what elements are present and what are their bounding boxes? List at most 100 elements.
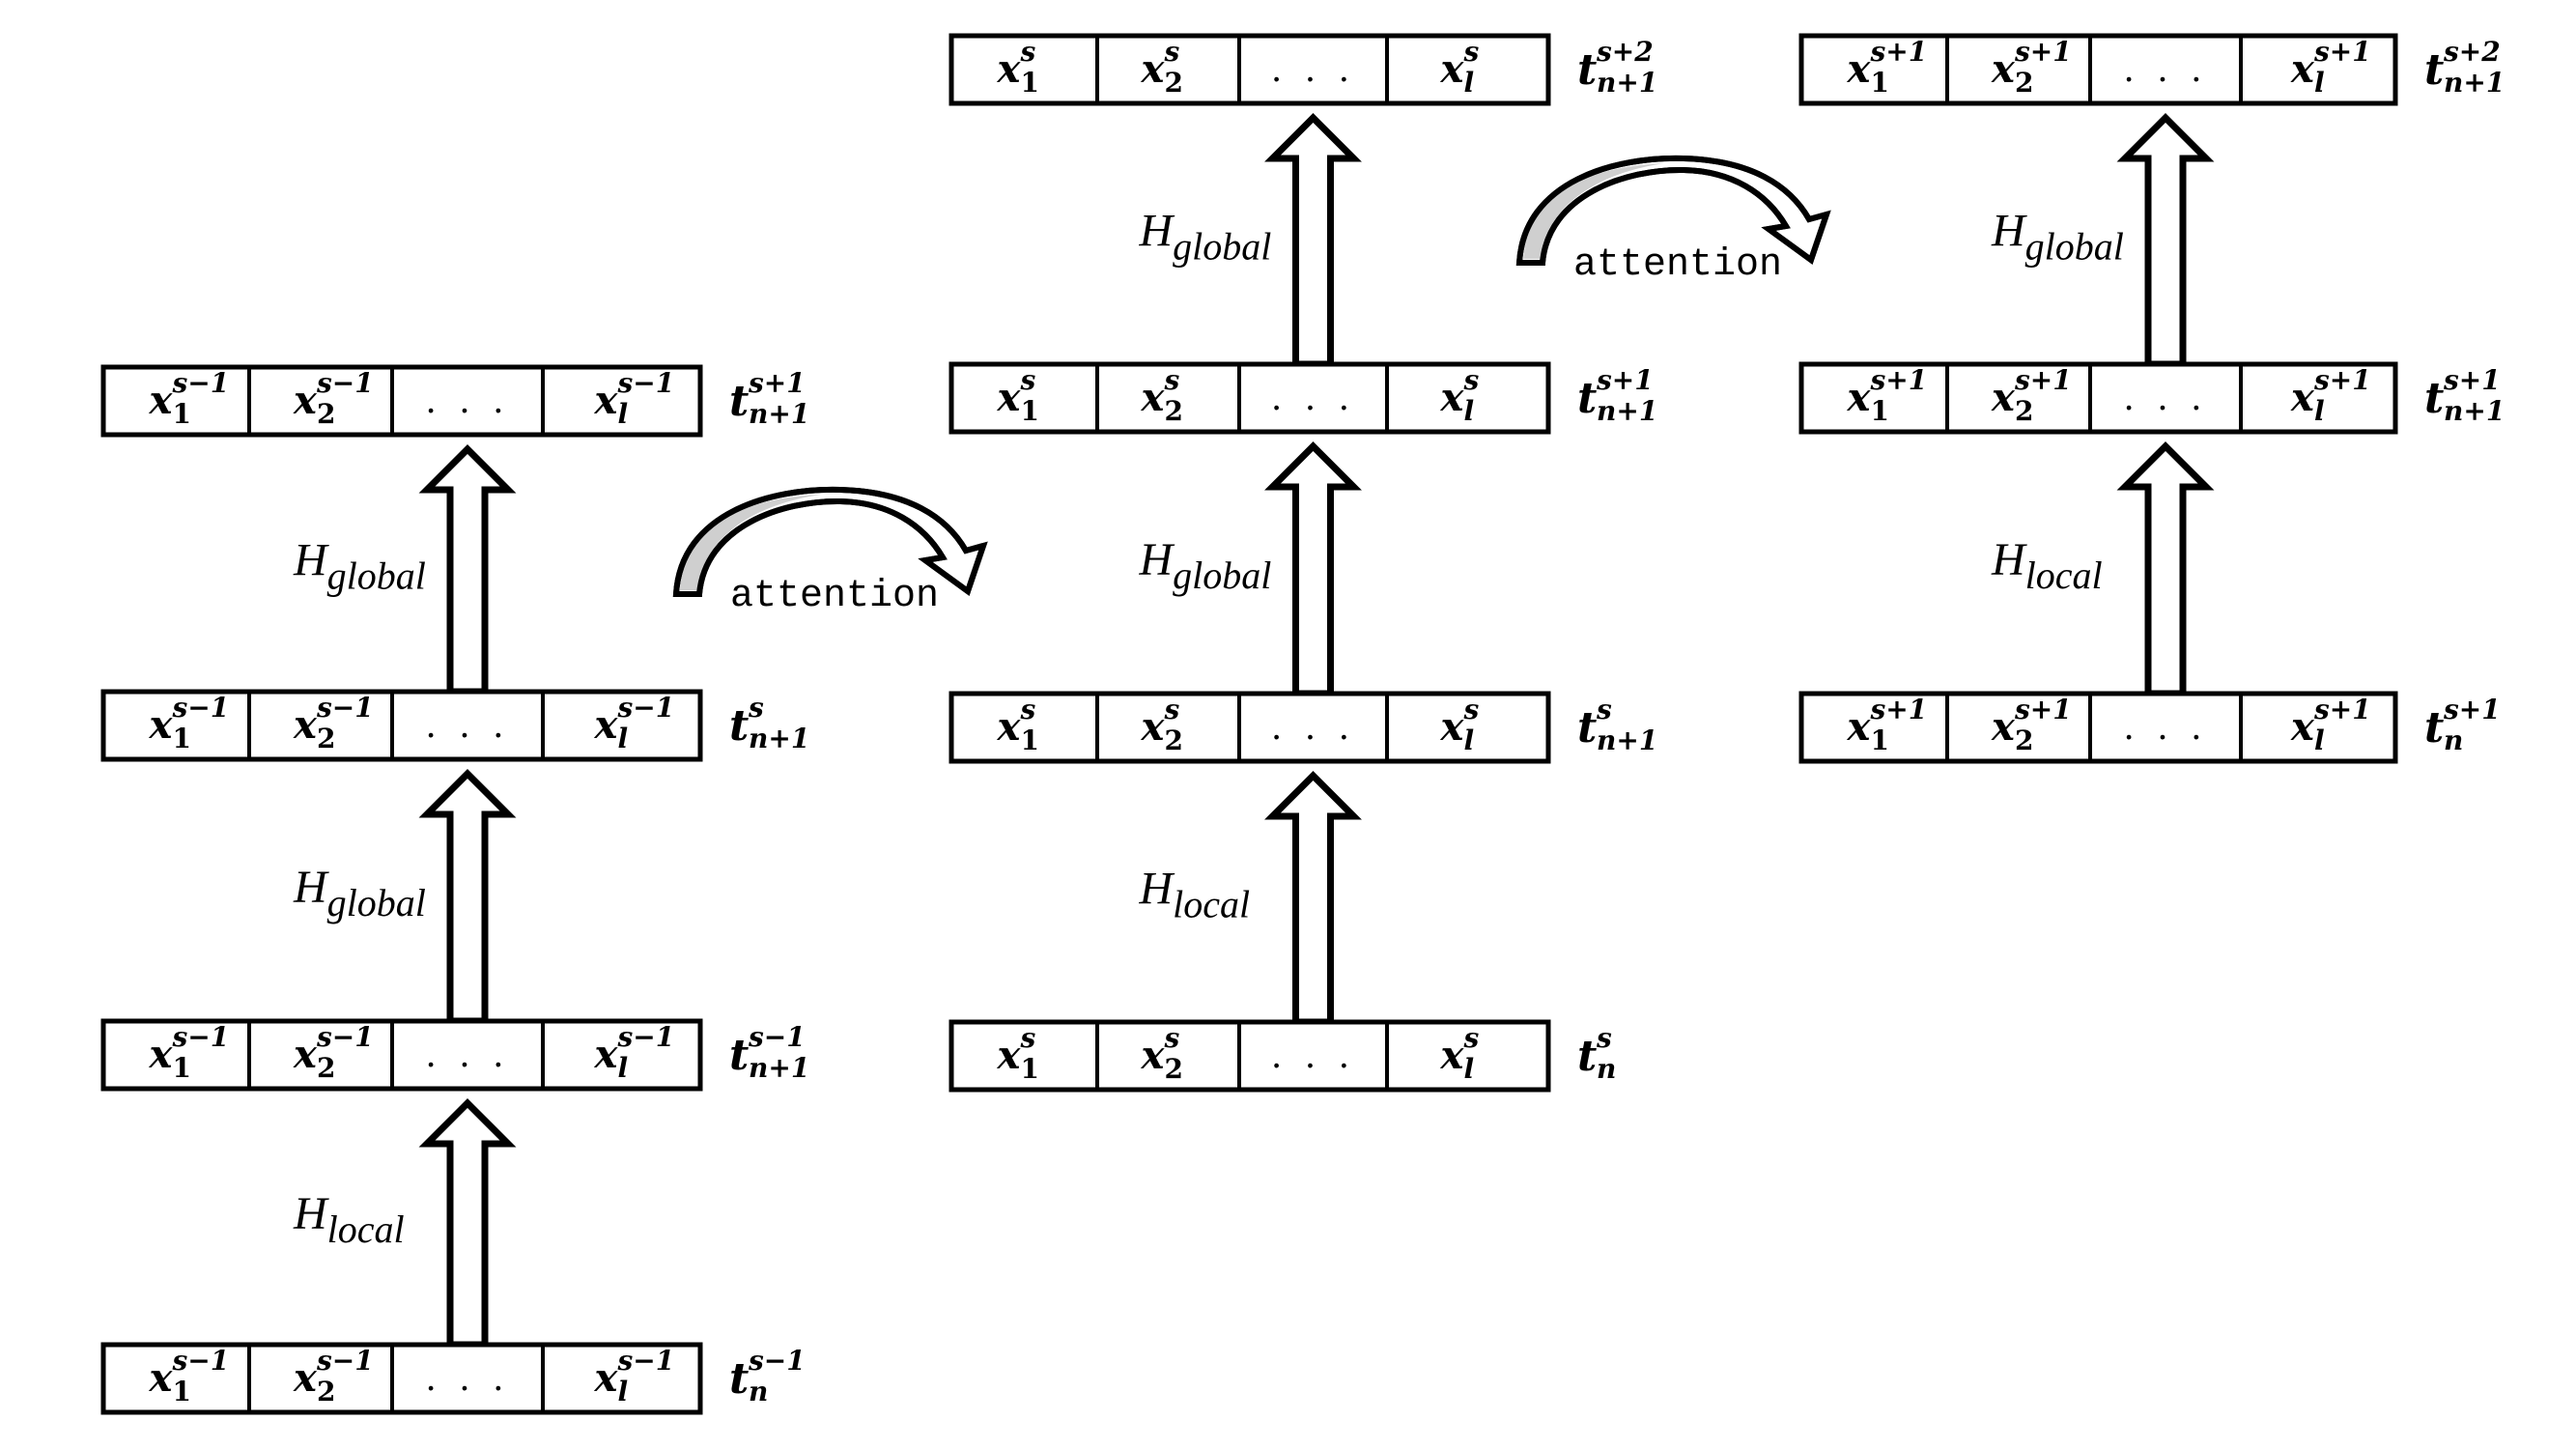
token-superscript: s xyxy=(1020,364,1036,396)
attention-arrow-shade xyxy=(1523,163,1664,259)
attention-arrow-shade xyxy=(680,495,821,590)
token-subscript: 2 xyxy=(2015,67,2033,99)
token-subscript: 2 xyxy=(317,723,335,754)
attention-arrow: attention xyxy=(672,486,988,618)
token-cell: xls xyxy=(1385,692,1550,763)
token-subscript: 2 xyxy=(1165,67,1183,99)
token-superscript: s−1 xyxy=(617,1021,675,1053)
up-arrow-icon xyxy=(2116,441,2215,697)
token-subscript: 1 xyxy=(173,398,191,430)
time-step-superscript: s+1 xyxy=(1596,364,1654,396)
attention-arrow-outline xyxy=(1515,155,1831,266)
token-variable: xls xyxy=(1440,694,1480,756)
up-arrow-icon xyxy=(418,1098,517,1349)
cell-border xyxy=(1095,362,1241,434)
ellipsis-text: . . . xyxy=(2123,379,2207,418)
ellipsis-text: . . . xyxy=(1271,379,1355,418)
token-cell: xls xyxy=(1385,1020,1550,1092)
transform-label-subscript: global xyxy=(327,881,426,924)
time-step-superscript: s−1 xyxy=(748,1345,806,1377)
cell-border xyxy=(1385,1020,1550,1092)
token-variable: x1s−1 xyxy=(149,367,230,430)
token-variable: x2s xyxy=(1141,364,1183,427)
token-superscript: s−1 xyxy=(172,1345,230,1377)
token-superscript: s−1 xyxy=(172,1021,230,1053)
token-variable: x1s xyxy=(997,694,1039,756)
token-cell: x2s xyxy=(1095,362,1241,434)
token-superscript: s xyxy=(1164,1022,1180,1054)
token-subscript: l xyxy=(1464,395,1475,427)
transform-label-subscript: global xyxy=(1173,225,1271,269)
token-subscript: l xyxy=(618,1052,629,1084)
token-cell: x2s+1 xyxy=(1945,692,2092,763)
token-cell: x2s xyxy=(1095,34,1241,105)
time-step-subscript: n xyxy=(1597,1053,1616,1085)
token-cell: x2s xyxy=(1095,1020,1241,1092)
transform-label: Hglobal xyxy=(1139,534,1272,597)
token-row-outline xyxy=(1798,33,2398,106)
token-superscript: s−1 xyxy=(617,1345,675,1377)
token-superscript: s xyxy=(1164,364,1180,396)
time-step-subscript: n+1 xyxy=(2444,395,2505,427)
token-subscript: 1 xyxy=(1021,1053,1039,1085)
transform-arrow: Hglobal xyxy=(293,444,517,696)
time-step-subscript: n+1 xyxy=(749,723,809,754)
transform-label: Hglobal xyxy=(293,535,426,598)
token-cell: x2s+1 xyxy=(1945,34,2092,105)
token-subscript: 1 xyxy=(173,723,191,754)
token-subscript: 2 xyxy=(2015,395,2033,427)
cell-border xyxy=(247,1343,394,1414)
token-subscript: 1 xyxy=(1021,395,1039,427)
attention-label: attention xyxy=(730,575,939,618)
token-superscript: s−1 xyxy=(316,692,374,724)
time-step-subscript: n+1 xyxy=(749,398,809,430)
time-step-superscript: s+1 xyxy=(2443,364,2501,396)
ellipsis-text: . . . xyxy=(2123,50,2207,90)
token-variable: xls xyxy=(1440,36,1480,99)
token-superscript: s−1 xyxy=(617,367,675,399)
token-cell: xls+1 xyxy=(2239,362,2397,434)
ellipsis-text: . . . xyxy=(1271,708,1355,748)
token-subscript: 2 xyxy=(1165,395,1183,427)
up-arrow-icon xyxy=(1264,771,1362,1026)
ellipsis-cell: . . . xyxy=(1237,692,1389,763)
token-variable: xls xyxy=(1440,364,1480,427)
token-variable: x1s xyxy=(997,364,1039,427)
ellipsis-cell: . . . xyxy=(390,1019,545,1091)
token-cell: x1s−1 xyxy=(101,1019,251,1091)
time-step-superscript: s+1 xyxy=(2443,694,2501,725)
up-arrow-icon xyxy=(418,769,517,1025)
token-row-outline xyxy=(948,1019,1551,1093)
transform-label: Hglobal xyxy=(1991,206,2124,269)
token-variable: x2s xyxy=(1141,694,1183,756)
token-row-outline xyxy=(948,691,1551,764)
transform-label: Hlocal xyxy=(1139,864,1251,926)
time-step-superscript: s+1 xyxy=(748,367,806,399)
token-superscript: s+1 xyxy=(2014,364,2072,396)
token-cell: x1s−1 xyxy=(101,1343,251,1414)
ellipsis-text: . . . xyxy=(425,1036,509,1075)
token-subscript: l xyxy=(618,398,629,430)
ellipsis-cell: . . . xyxy=(390,365,545,437)
attention-label: attention xyxy=(1573,243,1782,287)
token-row-outline xyxy=(100,689,703,762)
token-cell: x1s+1 xyxy=(1799,362,1949,434)
token-cell: x2s+1 xyxy=(1945,362,2092,434)
token-variable: x2s xyxy=(1141,1022,1183,1085)
token-subscript: 2 xyxy=(317,1052,335,1084)
token-superscript: s+1 xyxy=(2313,364,2371,396)
time-step-subscript: n xyxy=(2444,724,2463,756)
